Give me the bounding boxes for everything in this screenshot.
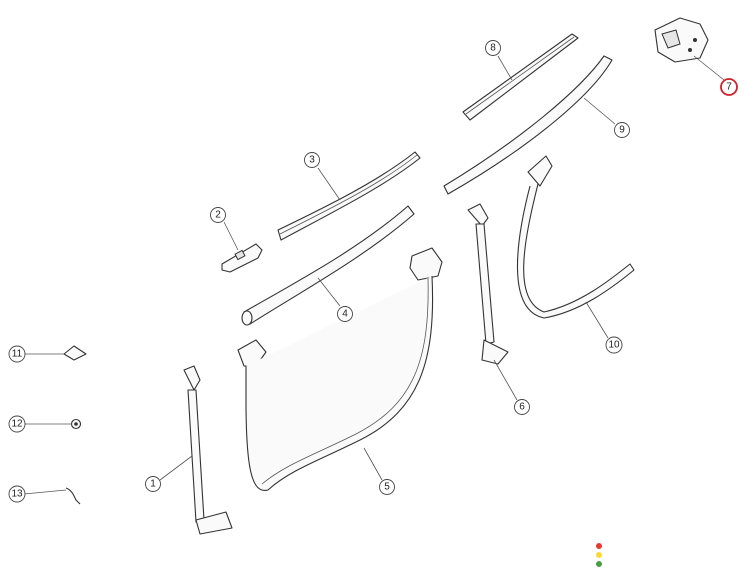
svg-text:3: 3 xyxy=(309,155,315,166)
svg-text:13: 13 xyxy=(11,489,23,500)
callout-1[interactable]: 1 xyxy=(145,476,161,492)
part-7-lock-module[interactable] xyxy=(654,17,709,63)
svg-text:8: 8 xyxy=(490,43,496,54)
svg-text:1: 1 xyxy=(150,479,156,490)
part-9-molding[interactable] xyxy=(443,55,613,195)
svg-text:10: 10 xyxy=(608,340,620,351)
svg-text:9: 9 xyxy=(619,125,625,136)
callout-3[interactable]: 3 xyxy=(304,152,320,168)
part-10-rear-seal[interactable] xyxy=(516,155,635,319)
callout-10[interactable]: 10 xyxy=(605,336,623,354)
svg-text:2: 2 xyxy=(215,210,221,221)
leader-lines xyxy=(23,55,725,495)
svg-text:12: 12 xyxy=(11,419,23,430)
status-dot-red xyxy=(596,543,602,549)
part-3-strip[interactable] xyxy=(277,151,421,241)
status-dot-yellow xyxy=(596,552,602,558)
callout-8[interactable]: 8 xyxy=(485,40,501,56)
callout-2[interactable]: 2 xyxy=(210,207,226,223)
svg-text:6: 6 xyxy=(519,402,525,413)
callout-13[interactable]: 13 xyxy=(8,485,26,503)
callout-6[interactable]: 6 xyxy=(514,399,530,415)
callout-11[interactable]: 11 xyxy=(8,345,26,363)
part-8-channel[interactable] xyxy=(462,33,579,121)
part-2-clip[interactable] xyxy=(221,243,263,273)
status-dot-green xyxy=(596,561,602,567)
part-12-nut[interactable] xyxy=(70,418,82,430)
svg-text:11: 11 xyxy=(12,349,23,360)
callout-9[interactable]: 9 xyxy=(614,122,630,138)
part-5-door-seal[interactable] xyxy=(237,247,443,491)
part-11-patch[interactable] xyxy=(63,345,87,361)
callout-4[interactable]: 4 xyxy=(337,306,353,322)
callout-7-selected[interactable]: 7 xyxy=(720,78,738,96)
part-6-rear-pillar[interactable] xyxy=(467,203,509,365)
svg-text:7: 7 xyxy=(726,82,732,93)
callout-5[interactable]: 5 xyxy=(379,479,395,495)
callout-12[interactable]: 12 xyxy=(8,415,26,433)
status-dots xyxy=(596,543,602,567)
part-13-clip[interactable] xyxy=(65,487,81,505)
svg-text:4: 4 xyxy=(342,309,348,320)
part-4-belt-molding[interactable] xyxy=(241,205,415,326)
part-1-pillar-seal[interactable] xyxy=(183,365,233,535)
svg-text:5: 5 xyxy=(384,482,390,493)
